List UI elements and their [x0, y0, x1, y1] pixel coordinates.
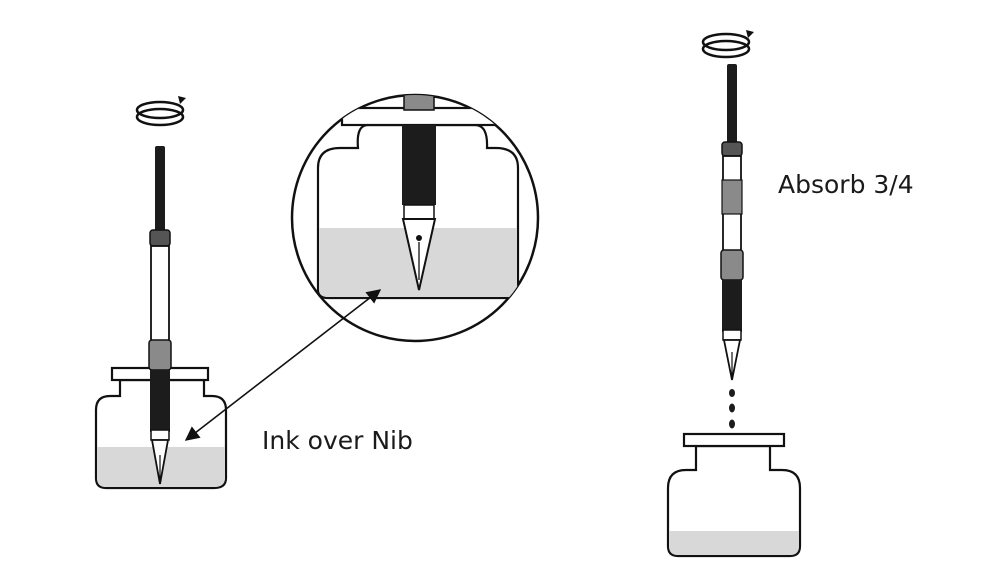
right-fountain-pen [720, 64, 744, 381]
ink-drops [729, 389, 735, 429]
left-fountain-pen [148, 146, 172, 485]
right-rotation-icon [701, 30, 754, 59]
left-rotation-icon [135, 96, 186, 127]
absorb-label: Absorb 3/4 [778, 170, 914, 199]
zoom-pointer-arrow [184, 289, 382, 441]
zoom-detail-circle [290, 93, 540, 343]
ink-over-nib-label: Ink over Nib [262, 426, 413, 455]
right-ink-bottle [666, 432, 802, 558]
